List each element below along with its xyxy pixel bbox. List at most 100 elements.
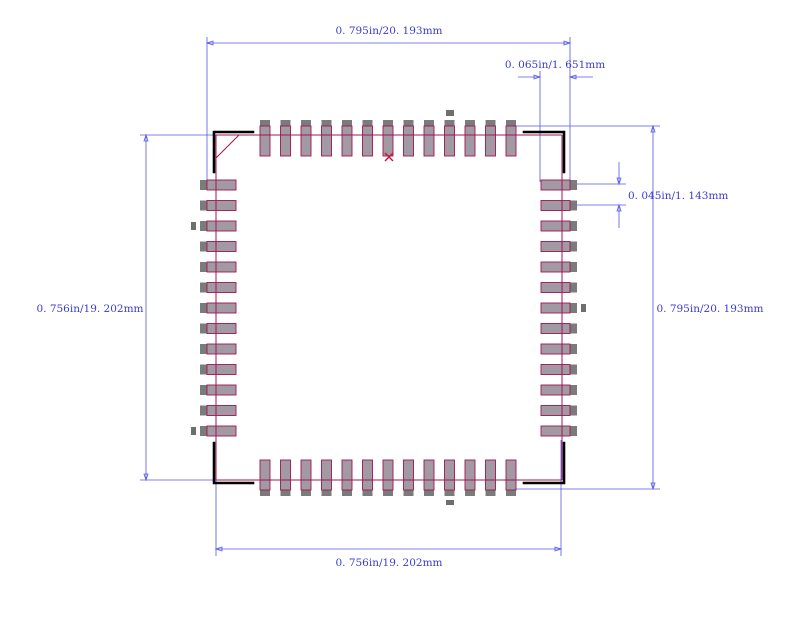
pad-left bbox=[206, 323, 237, 334]
label-right-height: 0. 795in/20. 193mm bbox=[656, 303, 763, 315]
lead-bottom bbox=[506, 490, 516, 496]
pad-top bbox=[464, 125, 476, 157]
dim-arrow bbox=[616, 203, 622, 212]
dim-arrow bbox=[554, 546, 563, 552]
lead-left bbox=[200, 344, 207, 354]
marker-right bbox=[581, 304, 586, 312]
lead-right bbox=[570, 405, 577, 416]
lead-bottom bbox=[383, 490, 393, 496]
lead-bottom bbox=[485, 490, 496, 496]
pad-top bbox=[485, 125, 496, 157]
lead-bottom bbox=[444, 490, 455, 496]
dim-arrow bbox=[563, 40, 572, 46]
lead-right bbox=[570, 344, 577, 354]
pad-left bbox=[206, 200, 237, 211]
lead-bottom bbox=[403, 490, 414, 496]
label-pad-pitch: 0. 045in/1. 143mm bbox=[628, 190, 728, 202]
marker-left-upper bbox=[191, 222, 196, 230]
dim-arrow bbox=[533, 74, 542, 80]
pad-left bbox=[206, 220, 237, 232]
lead-right bbox=[570, 282, 577, 293]
pad-top bbox=[300, 125, 312, 157]
pad-bottom bbox=[341, 459, 353, 491]
label-top-width: 0. 795in/20. 193mm bbox=[335, 25, 442, 37]
origin-cross-marker bbox=[384, 152, 394, 162]
lead-right bbox=[570, 180, 577, 190]
lead-right bbox=[570, 221, 577, 231]
pad-bottom bbox=[485, 459, 496, 491]
pad-bottom bbox=[362, 459, 373, 491]
pad-right bbox=[540, 241, 571, 252]
pad-left bbox=[206, 241, 237, 252]
lead-top bbox=[506, 120, 516, 126]
lead-right bbox=[570, 241, 577, 252]
pad-bottom bbox=[464, 459, 476, 491]
label-left-height: 0. 756in/19. 202mm bbox=[36, 303, 143, 315]
lead-top bbox=[403, 120, 414, 126]
lead-top bbox=[362, 120, 373, 126]
lead-right bbox=[570, 364, 577, 375]
pad-left bbox=[206, 343, 237, 355]
lead-top bbox=[383, 120, 393, 126]
pad-top bbox=[382, 125, 394, 157]
pad-left bbox=[206, 425, 237, 437]
silk-corner-bottom-right bbox=[522, 441, 566, 485]
lead-left bbox=[200, 385, 207, 395]
pad-right bbox=[540, 261, 571, 273]
pad-right bbox=[540, 425, 571, 437]
dim-arrow bbox=[650, 482, 656, 491]
pad-left bbox=[206, 282, 237, 293]
dim-arrow bbox=[205, 40, 214, 46]
pad-top bbox=[505, 125, 517, 157]
pad-top bbox=[362, 125, 373, 157]
pad-bottom bbox=[444, 459, 455, 491]
dim-arrow bbox=[650, 124, 656, 133]
lead-right bbox=[570, 200, 577, 211]
pin1-chamfer-line bbox=[215, 134, 240, 159]
lead-top bbox=[485, 120, 496, 126]
pad-bottom bbox=[321, 459, 332, 491]
lead-bottom bbox=[321, 490, 332, 496]
pad-left bbox=[206, 302, 237, 314]
pad-left bbox=[206, 364, 237, 375]
marker-top bbox=[446, 110, 454, 116]
lead-right bbox=[570, 262, 577, 272]
lead-left bbox=[200, 200, 207, 211]
lead-top bbox=[424, 120, 434, 126]
pad-bottom bbox=[505, 459, 517, 491]
lead-top bbox=[260, 120, 270, 126]
pad-right bbox=[540, 384, 571, 396]
courtyard-lines bbox=[215, 134, 563, 481]
lead-bottom bbox=[260, 490, 270, 496]
silk-corner-bottom-left bbox=[212, 441, 255, 485]
lead-right bbox=[570, 323, 577, 334]
lead-left bbox=[200, 180, 207, 190]
lead-left bbox=[200, 426, 207, 436]
lead-top bbox=[465, 120, 475, 126]
lead-left bbox=[200, 303, 207, 313]
pad-right bbox=[540, 200, 571, 211]
silk-corner-top-right bbox=[522, 130, 566, 174]
pad-right bbox=[540, 343, 571, 355]
lead-top bbox=[342, 120, 352, 126]
pad-right bbox=[540, 364, 571, 375]
pad-top bbox=[321, 125, 332, 157]
silk-corner-top-left bbox=[212, 130, 255, 174]
fiducial-markers bbox=[191, 110, 586, 505]
dim-arrow bbox=[143, 473, 149, 482]
pad-top bbox=[403, 125, 414, 157]
pad-top bbox=[259, 125, 271, 157]
lead-bottom bbox=[424, 490, 434, 496]
pad-left bbox=[206, 261, 237, 273]
lead-bottom bbox=[280, 490, 291, 496]
pad-bottom bbox=[300, 459, 312, 491]
lead-bottom bbox=[301, 490, 311, 496]
lead-right bbox=[570, 303, 577, 313]
label-pad-length: 0. 065in/1. 651mm bbox=[505, 59, 605, 71]
pad-top bbox=[280, 125, 291, 157]
pad-bottom bbox=[280, 459, 291, 491]
dim-arrow bbox=[568, 74, 577, 80]
marker-bottom bbox=[446, 500, 454, 505]
lead-top bbox=[301, 120, 311, 126]
